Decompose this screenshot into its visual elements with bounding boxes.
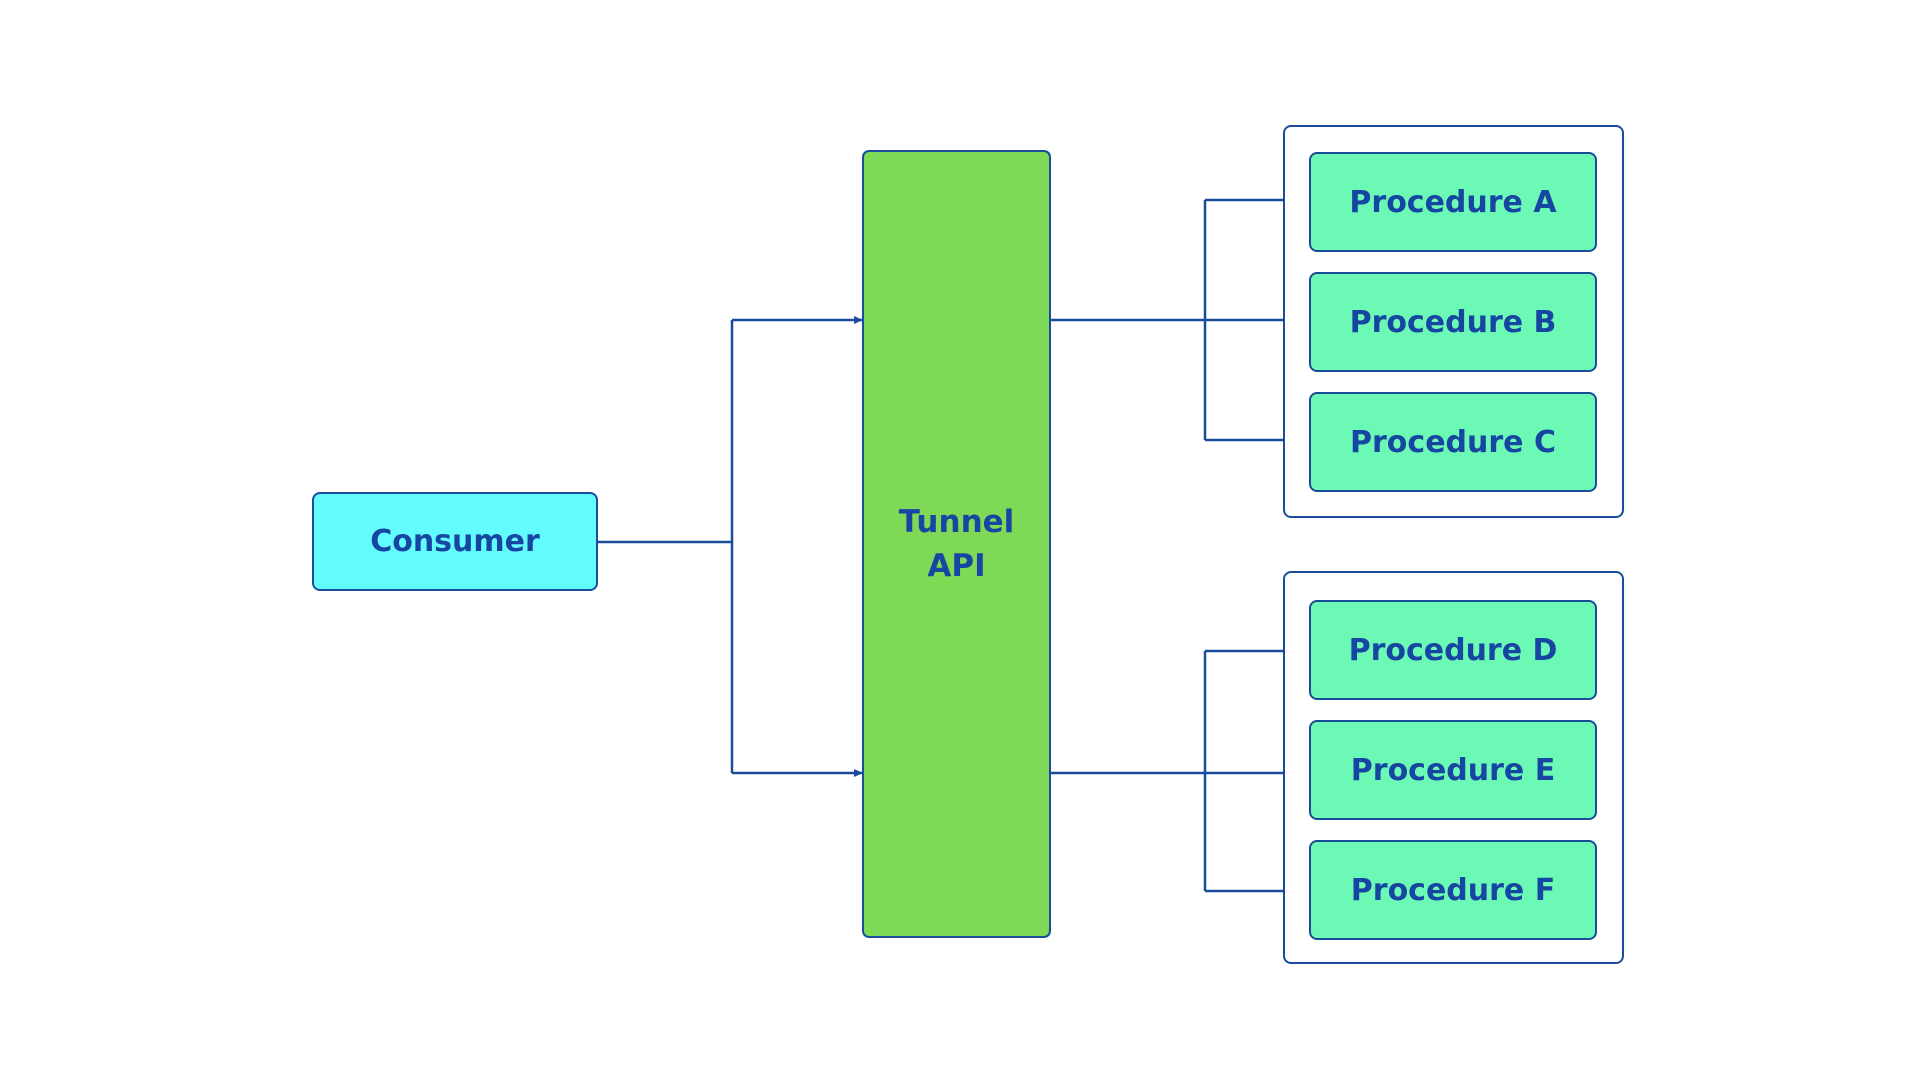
procedure-label: Procedure B: [1349, 304, 1557, 340]
procedure-label: Procedure E: [1350, 752, 1556, 788]
procedure-e-node[interactable]: Procedure E: [1309, 720, 1597, 820]
procedure-b-node[interactable]: Procedure B: [1309, 272, 1597, 372]
tunnel-api-node[interactable]: Tunnel API: [862, 150, 1051, 938]
procedure-a-node[interactable]: Procedure A: [1309, 152, 1597, 252]
procedure-label: Procedure A: [1349, 184, 1557, 220]
procedure-d-node[interactable]: Procedure D: [1309, 600, 1597, 700]
tunnel-label-line2: API: [927, 548, 986, 584]
procedure-label: Procedure C: [1350, 424, 1556, 460]
tunnel-label-line1: Tunnel: [898, 504, 1015, 540]
procedure-c-node[interactable]: Procedure C: [1309, 392, 1597, 492]
consumer-node[interactable]: Consumer: [312, 492, 598, 591]
procedure-label: Procedure F: [1350, 872, 1556, 908]
consumer-label: Consumer: [370, 524, 540, 559]
procedure-f-node[interactable]: Procedure F: [1309, 840, 1597, 940]
procedure-label: Procedure D: [1348, 632, 1558, 668]
